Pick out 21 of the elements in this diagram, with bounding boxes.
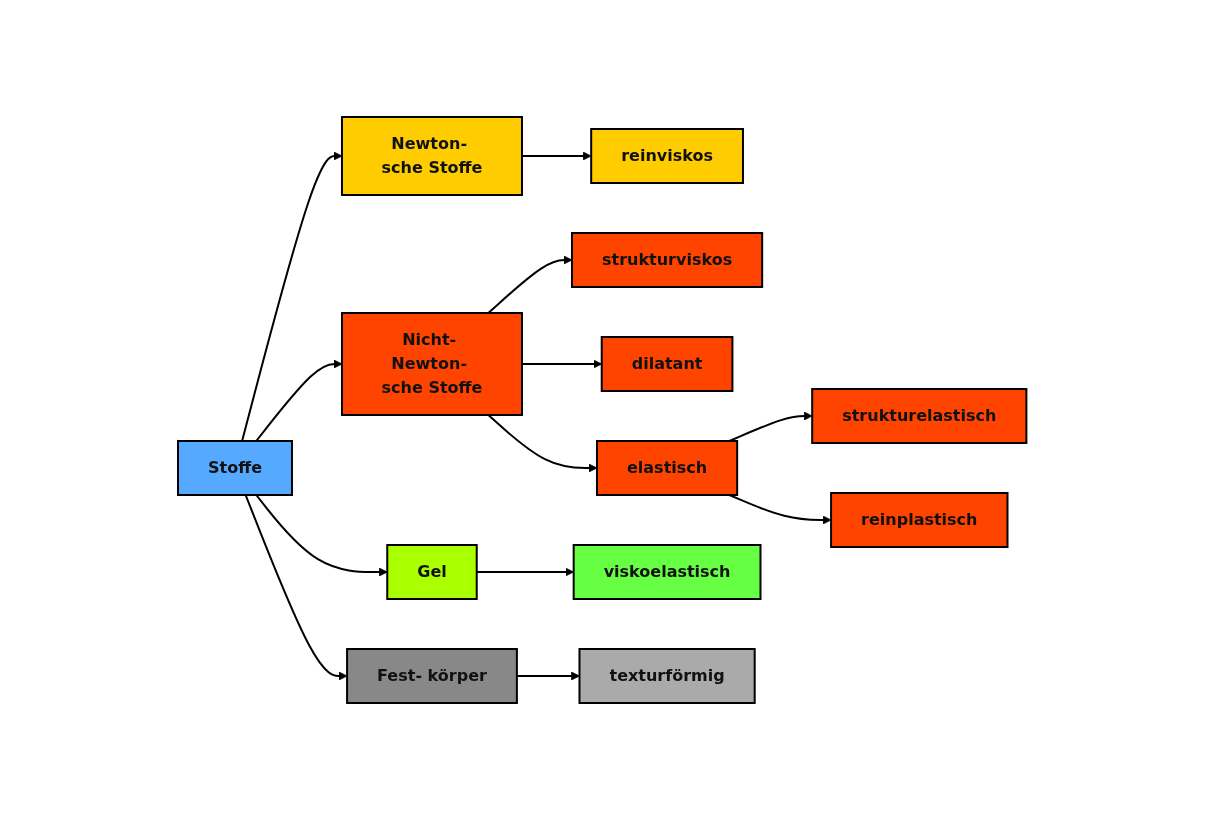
node-box: texturförmig: [578, 648, 756, 704]
node-box: Newton- sche Stoffe: [341, 116, 524, 196]
node-box: reinplastisch: [830, 492, 1009, 548]
arrow: [728, 494, 832, 525]
node-box: Nicht- Newton- sche Stoffe: [341, 312, 524, 416]
node-box: viskoelastisch: [572, 544, 762, 600]
arrow: [487, 414, 598, 473]
arrow: [244, 494, 348, 681]
node-box: dilatant: [601, 336, 734, 392]
arrow: [255, 494, 388, 577]
arrow: [487, 255, 573, 314]
arrow: [241, 151, 343, 442]
node-box: strukturelastisch: [811, 388, 1028, 444]
arrow: [728, 411, 813, 442]
node-box: Fest- körper: [346, 648, 519, 704]
node-box: Gel: [386, 544, 478, 600]
arrow: [255, 359, 343, 442]
node-box: strukturviskos: [571, 232, 764, 288]
node-box: Stoffe: [177, 440, 294, 496]
node-box: reinviskos: [590, 128, 745, 184]
node-box: elastisch: [596, 440, 739, 496]
